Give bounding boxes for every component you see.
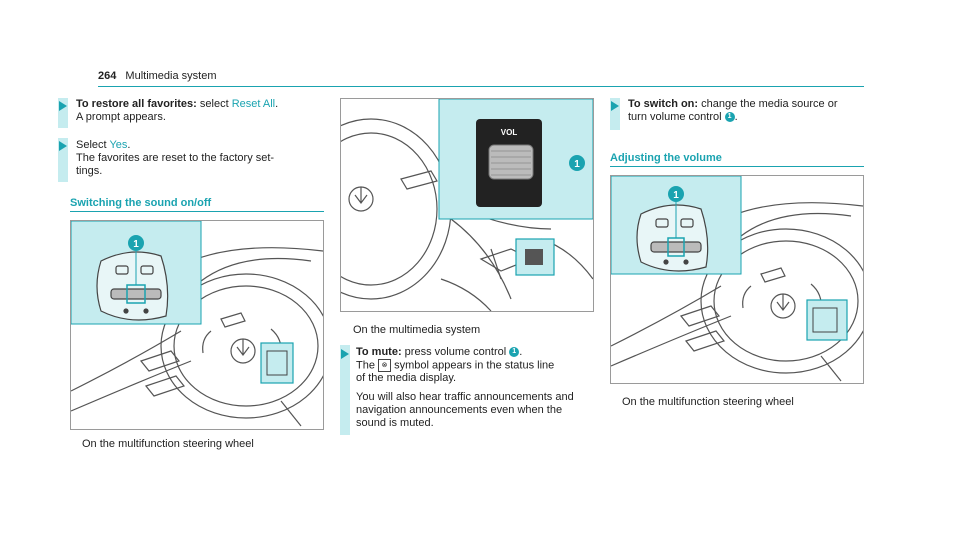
yes-link[interactable]: Yes bbox=[109, 139, 128, 151]
step-select-yes: Select Yes. The favorites are reset to t… bbox=[76, 139, 316, 178]
step-text-cont: turn volume control bbox=[628, 111, 725, 123]
step-label: To restore all favorites: bbox=[76, 98, 197, 110]
step-result: The favorites are reset to the factory s… bbox=[76, 152, 275, 164]
callout-1: 1 bbox=[133, 239, 139, 250]
note-text: You will also hear traffic announcements… bbox=[356, 391, 574, 404]
step-text: press volume control bbox=[401, 346, 510, 358]
step-arrow-icon bbox=[59, 101, 67, 111]
step-label: To mute: bbox=[356, 346, 402, 358]
callout-1: 1 bbox=[574, 159, 580, 170]
heading-adjust-volume: Adjusting the volume bbox=[610, 152, 722, 164]
vol-label: VOL bbox=[501, 128, 518, 137]
step-result-cont: tings. bbox=[76, 165, 103, 177]
step-result-cont: symbol appears in the status line bbox=[391, 359, 555, 372]
step-text-end: . bbox=[734, 111, 738, 123]
step-mute: To mute: press volume control 1. The ⊗ s… bbox=[356, 346, 596, 430]
steering-wheel-illustration: 1 bbox=[611, 176, 863, 382]
figure-steering-wheel: 1 bbox=[70, 220, 324, 430]
step-label: To switch on: bbox=[628, 98, 699, 110]
callout-1: 1 bbox=[673, 190, 679, 201]
figure-caption: On the multifunction steering wheel bbox=[622, 396, 794, 408]
step-arrow-icon bbox=[59, 141, 67, 151]
step-switch-on: To switch on: change the media source or… bbox=[628, 98, 868, 124]
heading-sound-onoff: Switching the sound on/off bbox=[70, 197, 212, 209]
mute-icon: ⊗ bbox=[378, 359, 392, 372]
page-number: 264 bbox=[98, 70, 117, 82]
figure-caption: On the multifunction steering wheel bbox=[82, 438, 254, 450]
step-result: The bbox=[356, 359, 379, 372]
page-header: 264 Multimedia system bbox=[98, 70, 217, 82]
step-result-cont2: of the media display. bbox=[356, 372, 457, 385]
step-bar bbox=[58, 98, 68, 128]
step-result: A prompt appears. bbox=[76, 111, 166, 123]
callout-1: 1 bbox=[509, 347, 520, 358]
step-text-end: . bbox=[127, 139, 131, 151]
reset-all-link[interactable]: Reset All bbox=[231, 98, 276, 110]
step-text: select bbox=[196, 98, 232, 110]
figure-caption: On the multimedia system bbox=[353, 324, 481, 336]
step-bar bbox=[58, 138, 68, 182]
heading-rule bbox=[610, 166, 864, 167]
step-bar bbox=[340, 345, 350, 435]
step-bar bbox=[610, 98, 620, 130]
step-text-end: . bbox=[275, 98, 279, 110]
step-restore-favorites: To restore all favorites: select Reset A… bbox=[76, 98, 316, 124]
step-arrow-icon bbox=[611, 101, 619, 111]
note-text-cont: navigation announcements even when the bbox=[356, 404, 563, 417]
step-arrow-icon bbox=[341, 349, 349, 359]
step-text-end: . bbox=[519, 346, 523, 358]
heading-rule bbox=[70, 211, 324, 212]
header-rule bbox=[98, 86, 864, 87]
center-console-illustration: VOL 1 bbox=[341, 99, 593, 311]
figure-steering-wheel-volume: 1 bbox=[610, 175, 864, 384]
step-text: Select bbox=[76, 139, 110, 151]
section-title: Multimedia system bbox=[125, 70, 217, 82]
callout-1: 1 bbox=[724, 112, 735, 123]
step-text: change the media source or bbox=[698, 98, 838, 110]
steering-wheel-illustration: 1 bbox=[71, 221, 323, 427]
note-text-cont2: sound is muted. bbox=[356, 417, 434, 430]
figure-multimedia-system: VOL 1 bbox=[340, 98, 594, 312]
